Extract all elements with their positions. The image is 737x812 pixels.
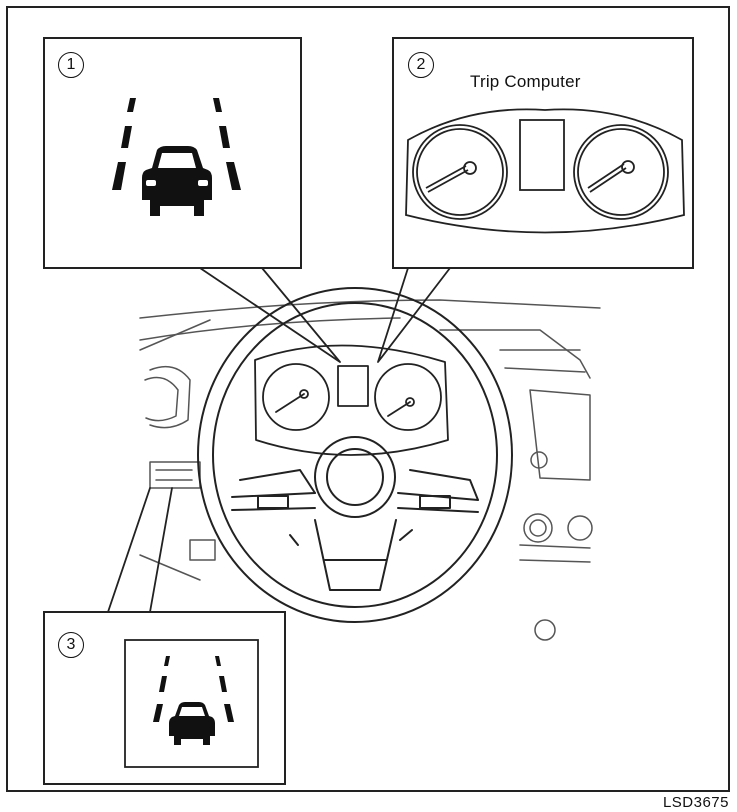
trip-computer-label: Trip Computer: [470, 72, 581, 91]
figure-id: LSD3675: [662, 794, 729, 811]
cluster-in-dash: [254, 344, 449, 456]
callout-number-3: 3: [58, 632, 84, 658]
callout-box-2: [392, 37, 694, 269]
callout-number-1: 1: [58, 52, 84, 78]
instrument-cluster-icon: [405, 108, 685, 234]
steering-wheel: [197, 287, 513, 623]
callout-box-3: [43, 611, 286, 785]
dashboard-outline: [139, 299, 601, 641]
figure-frame: [6, 6, 730, 792]
callout-pointers: [107, 267, 451, 613]
callout-box-1: [43, 37, 302, 269]
callout-number-2: 2: [408, 52, 434, 78]
